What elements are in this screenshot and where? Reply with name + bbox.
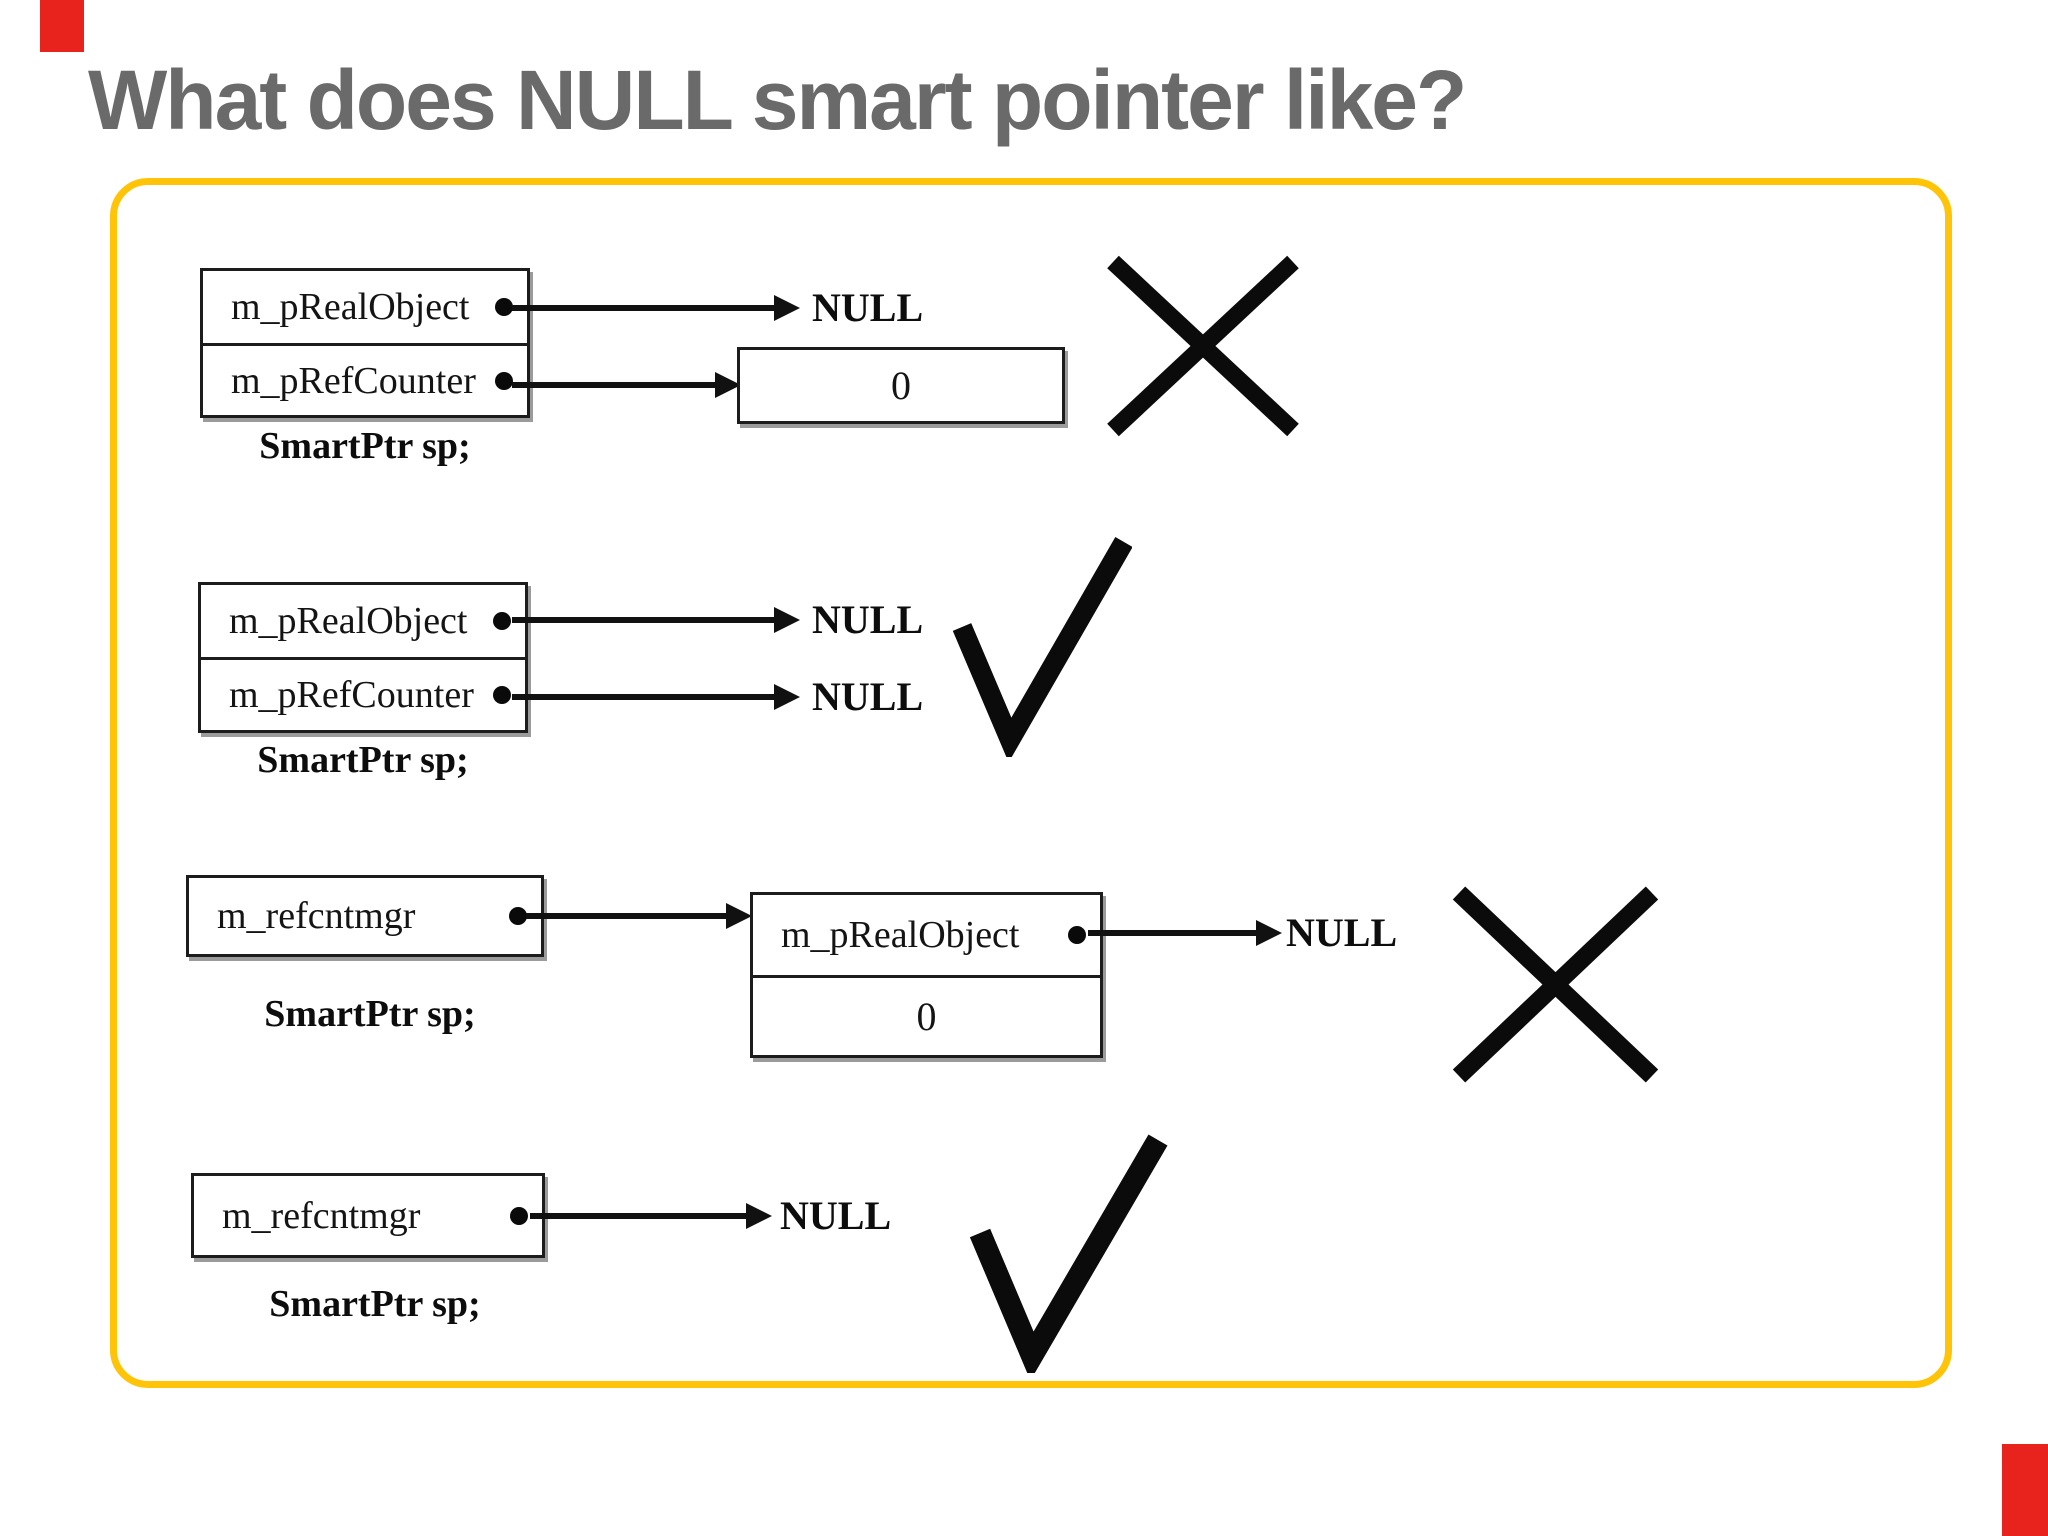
pointer-arrow <box>512 295 800 321</box>
field-label: m_pRealObject <box>781 914 1020 956</box>
pointer-arrow <box>512 684 800 710</box>
value-label: 0 <box>916 994 937 1039</box>
struct-row: m_pRealObject <box>753 895 1100 975</box>
struct-box: m_refcntmgr <box>191 1173 545 1258</box>
field-label: m_pRealObject <box>231 286 470 328</box>
smartptr-caption: SmartPtr sp; <box>257 739 469 781</box>
struct-row: m_refcntmgr <box>194 1176 542 1255</box>
struct-box: m_refcntmgr <box>186 875 544 957</box>
struct-row: m_pRefCounter <box>203 343 527 415</box>
red-accent-top-left <box>40 0 84 52</box>
pointer-arrow <box>530 1203 772 1229</box>
struct-row: m_pRefCounter <box>201 657 525 730</box>
null-label: NULL <box>780 1193 892 1238</box>
null-label: NULL <box>1286 910 1398 955</box>
pointer-dot <box>510 1206 528 1225</box>
pointer-dot <box>1068 926 1086 944</box>
pointer-dot <box>495 371 513 390</box>
check-mark-icon <box>968 1128 1168 1373</box>
x-mark-icon <box>1103 252 1303 440</box>
pointer-arrow <box>512 607 800 633</box>
null-label: NULL <box>812 674 924 719</box>
pointer-dot <box>493 686 511 704</box>
smartptr-caption: SmartPtr sp; <box>259 425 471 467</box>
field-label: m_pRefCounter <box>231 359 476 402</box>
struct-row: m_pRealObject <box>201 585 525 657</box>
check-mark-icon <box>952 532 1132 757</box>
pointer-arrow <box>512 372 741 398</box>
slide-title: What does NULL smart pointer like? <box>88 53 1467 147</box>
smartptr-caption: SmartPtr sp; <box>264 993 476 1035</box>
field-label: m_refcntmgr <box>217 895 416 937</box>
pointer-arrow <box>1088 920 1282 946</box>
field-label: m_pRefCounter <box>229 674 474 716</box>
null-label: NULL <box>812 597 924 642</box>
struct-box: m_pRealObject 0 <box>750 892 1103 1058</box>
pointer-dot <box>495 298 513 316</box>
red-accent-bottom-right <box>2002 1444 2048 1536</box>
field-label: m_pRealObject <box>229 600 468 642</box>
pointer-arrow <box>526 903 752 929</box>
struct-box: m_pRealObject m_pRefCounter <box>198 582 528 733</box>
value-box: 0 <box>737 347 1065 424</box>
pointer-dot <box>509 907 527 925</box>
smartptr-caption: SmartPtr sp; <box>269 1283 481 1325</box>
struct-box: m_pRealObject m_pRefCounter <box>200 268 530 418</box>
null-label: NULL <box>812 285 924 330</box>
value-label: 0 <box>891 363 911 408</box>
struct-row: m_refcntmgr <box>189 878 541 954</box>
x-mark-icon <box>1448 882 1663 1087</box>
struct-row: m_pRealObject <box>203 271 527 343</box>
struct-row: 0 <box>753 975 1100 1055</box>
field-label: m_refcntmgr <box>222 1194 421 1237</box>
pointer-dot <box>493 612 511 630</box>
